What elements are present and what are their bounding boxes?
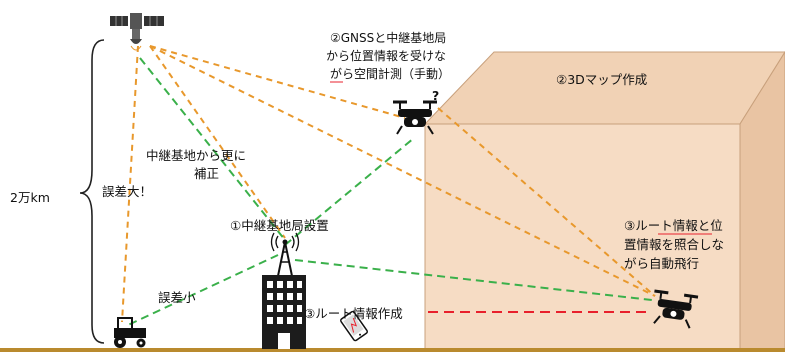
ground-line — [0, 348, 785, 352]
correction-label-line1: 中継基地から更に — [146, 148, 246, 163]
green-line-tower-drone1 — [284, 137, 415, 246]
orange-line-sat-drone2 — [149, 45, 656, 297]
green-line-tower-tractor — [127, 254, 279, 326]
orange-line-sat-drone1 — [149, 45, 406, 119]
orange-line-sat-tractor — [121, 45, 139, 323]
drone-icon — [393, 100, 437, 135]
autofly-label-line3: がら自動飛行 — [624, 256, 699, 271]
tractor-icon — [114, 317, 146, 348]
smartphone-icon — [340, 310, 368, 342]
relay-install-label: ①中継基地局設置 — [230, 218, 329, 233]
orange-line-drone1-drone2 — [437, 107, 656, 297]
autofly-label-line1: ③ルート情報と位 — [624, 218, 723, 233]
correction-label-line2: 補正 — [194, 166, 219, 181]
tower-icon — [270, 232, 300, 277]
question-mark: ? — [432, 88, 439, 103]
distance-brace — [79, 39, 105, 344]
gnss-label-line2: から位置情報を受けな — [326, 48, 446, 63]
drone-icon — [653, 289, 699, 329]
building-icon — [262, 275, 306, 349]
map-box-top — [423, 51, 785, 125]
autofly-label-line2: 置情報を照合しな — [624, 237, 724, 252]
map-3d-label: ②3Dマップ作成 — [556, 72, 647, 87]
green-line-tower-drone2 — [294, 259, 653, 301]
error-small-label: 誤差小 — [158, 290, 196, 305]
route-create-label: ③ルート情報作成 — [304, 306, 403, 321]
gnss-label-line3: がら空間計測（手動） — [330, 66, 450, 81]
signal-lines — [121, 45, 656, 326]
map-box-side — [739, 51, 785, 350]
map-box — [423, 51, 785, 350]
error-large-label: 誤差大！ — [102, 184, 152, 199]
distance-label: 2万km — [10, 190, 50, 205]
gnss-label-line1: ②GNSSと中継基地局 — [330, 30, 446, 45]
orange-line-sat-tower — [149, 45, 286, 239]
satellite-icon — [110, 13, 164, 51]
